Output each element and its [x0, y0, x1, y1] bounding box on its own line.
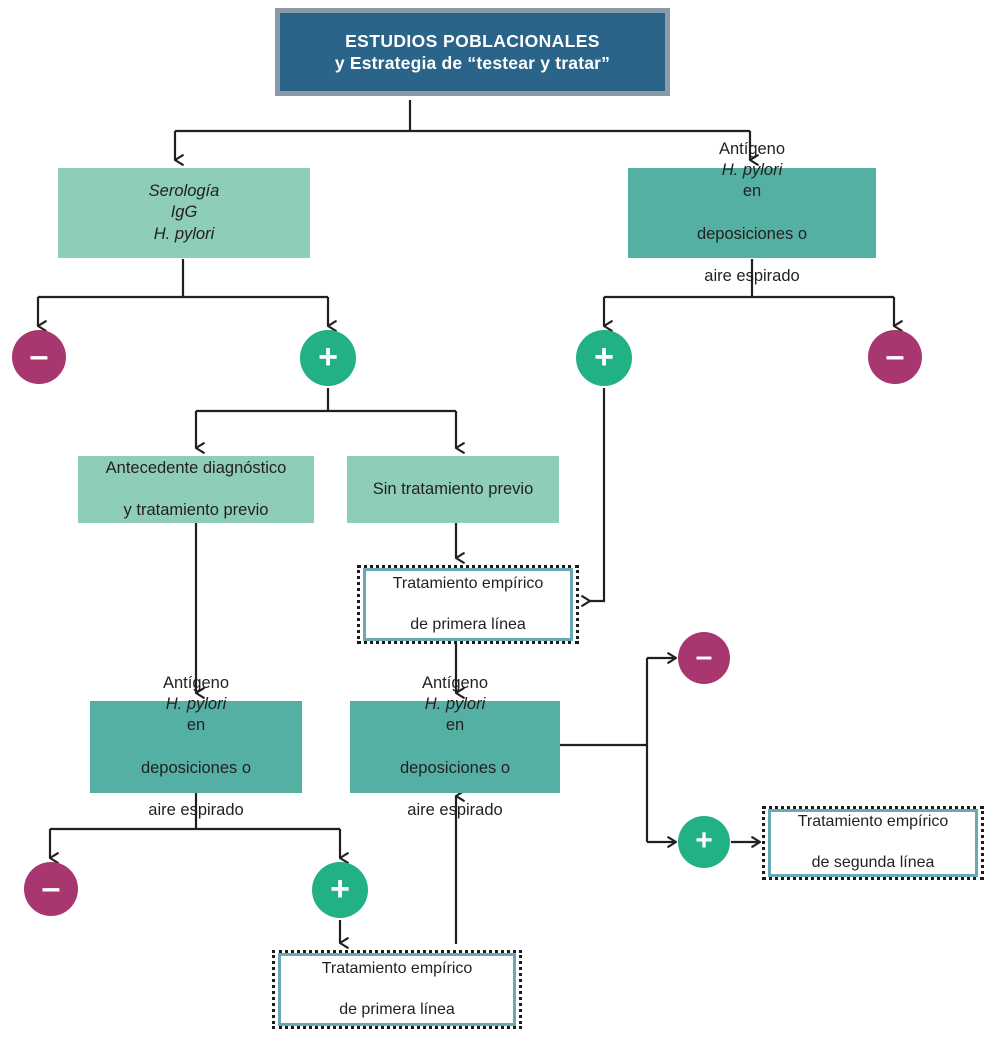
node-antigeno-bottom-mid: Antígeno H. pylori en deposiciones o air… — [350, 674, 560, 819]
dotted-inner-frame: Tratamiento empírico de primera línea — [278, 953, 516, 1026]
serologia-line2: IgG — [170, 203, 198, 222]
plus-icon: + — [330, 869, 350, 908]
node-antecedente-previo: Antecedente diagnóstico y tratamiento pr… — [78, 456, 314, 523]
serologia-line3: H. pylori — [153, 224, 215, 243]
antigeno-bm-line1b: en — [445, 716, 465, 735]
antigeno-bm-line2: deposiciones o — [399, 758, 511, 777]
plus-icon: + — [695, 824, 713, 857]
antigeno-bm-line1i: H. pylori — [424, 695, 486, 714]
antigeno-tr-line1i: H. pylori — [721, 161, 783, 180]
tratamiento-segunda-line2: de segunda línea — [811, 854, 935, 872]
tratamiento-primera-bottom-line1: Tratamiento empírico — [321, 959, 473, 977]
badge-antigeno-top-positive: + — [576, 330, 632, 386]
antigeno-tr-line3: aire espirado — [704, 266, 800, 285]
antecedente-line2: y tratamiento previo — [123, 501, 269, 520]
node-antigeno-bottom-left-text: Antígeno H. pylori en deposiciones o air… — [90, 673, 302, 821]
tratamiento-primera-mid-line2: de primera línea — [410, 615, 526, 633]
root-title-line2: y Estrategia de “testear y tratar” — [334, 53, 611, 73]
antigeno-tr-line1b: en — [742, 182, 762, 201]
tratamiento-primera-bottom-line2: de primera línea — [339, 1000, 455, 1018]
node-antigeno-top-right: Antígeno H. pylori en deposiciones o air… — [628, 140, 876, 285]
dotted-inner-frame: Tratamiento empírico de segunda línea — [768, 809, 978, 877]
root-title-text: ESTUDIOS POBLACIONALES y Estrategia de “… — [280, 30, 665, 75]
antigeno-bl-line1i: H. pylori — [165, 695, 227, 714]
node-serologia-igg: Serología IgG H. pylori — [58, 168, 310, 258]
node-tratamiento-primera-linea-inferior: Tratamiento empírico de primera línea — [272, 950, 522, 1029]
sin-tratamiento-line1: Sin tratamiento previo — [372, 479, 534, 498]
node-antecedente-text: Antecedente diagnóstico y tratamiento pr… — [78, 458, 314, 521]
tratamiento-primera-mid-text: Tratamiento empírico de primera línea — [366, 574, 570, 635]
badge-antigeno-top-negative: – — [868, 330, 922, 384]
antigeno-bl-line2: deposiciones o — [140, 758, 252, 777]
node-tratamiento-primera-linea-medio: Tratamiento empírico de primera línea — [357, 565, 579, 644]
badge-antigeno-bottom-mid-negative: – — [678, 632, 730, 684]
node-antigeno-top-right-text: Antígeno H. pylori en deposiciones o air… — [628, 139, 876, 287]
antigeno-bl-line3: aire espirado — [148, 800, 244, 819]
badge-antigeno-bottom-left-positive: + — [312, 862, 368, 918]
plus-icon: + — [594, 337, 614, 376]
dotted-inner-frame: Tratamiento empírico de primera línea — [363, 568, 573, 641]
root-title-box: ESTUDIOS POBLACIONALES y Estrategia de “… — [275, 8, 670, 96]
tratamiento-segunda-text: Tratamiento empírico de segunda línea — [771, 812, 975, 873]
tratamiento-primera-bottom-text: Tratamiento empírico de primera línea — [281, 959, 513, 1020]
antecedente-line1: Antecedente diagnóstico — [105, 458, 287, 477]
node-sin-tratamiento-previo: Sin tratamiento previo — [347, 456, 559, 523]
antigeno-bm-line3: aire espirado — [407, 800, 503, 819]
minus-icon: – — [695, 640, 713, 673]
serologia-line1: Serología — [148, 182, 220, 201]
minus-icon: – — [885, 336, 905, 375]
tratamiento-segunda-line1: Tratamiento empírico — [797, 813, 949, 831]
badge-antigeno-bottom-left-negative: – — [24, 862, 78, 916]
antigeno-tr-line1a: Antígeno — [718, 140, 786, 159]
antigeno-tr-line2: deposiciones o — [696, 224, 808, 243]
plus-icon: + — [318, 337, 338, 376]
antigeno-bl-line1b: en — [186, 716, 206, 735]
tratamiento-primera-mid-line1: Tratamiento empírico — [392, 574, 544, 592]
node-tratamiento-segunda-linea: Tratamiento empírico de segunda línea — [762, 806, 984, 880]
minus-icon: – — [41, 868, 61, 907]
node-serologia-text: Serología IgG H. pylori — [58, 181, 310, 244]
node-antigeno-bottom-mid-text: Antígeno H. pylori en deposiciones o air… — [350, 673, 560, 821]
root-title-line1: ESTUDIOS POBLACIONALES — [345, 30, 600, 51]
node-antigeno-bottom-left: Antígeno H. pylori en deposiciones o air… — [90, 674, 302, 819]
badge-serologia-negative: – — [12, 330, 66, 384]
antigeno-bl-line1a: Antígeno — [162, 674, 230, 693]
badge-serologia-positive: + — [300, 330, 356, 386]
antigeno-bm-line1a: Antígeno — [421, 674, 489, 693]
minus-icon: – — [29, 336, 49, 375]
badge-antigeno-bottom-mid-positive: + — [678, 816, 730, 868]
